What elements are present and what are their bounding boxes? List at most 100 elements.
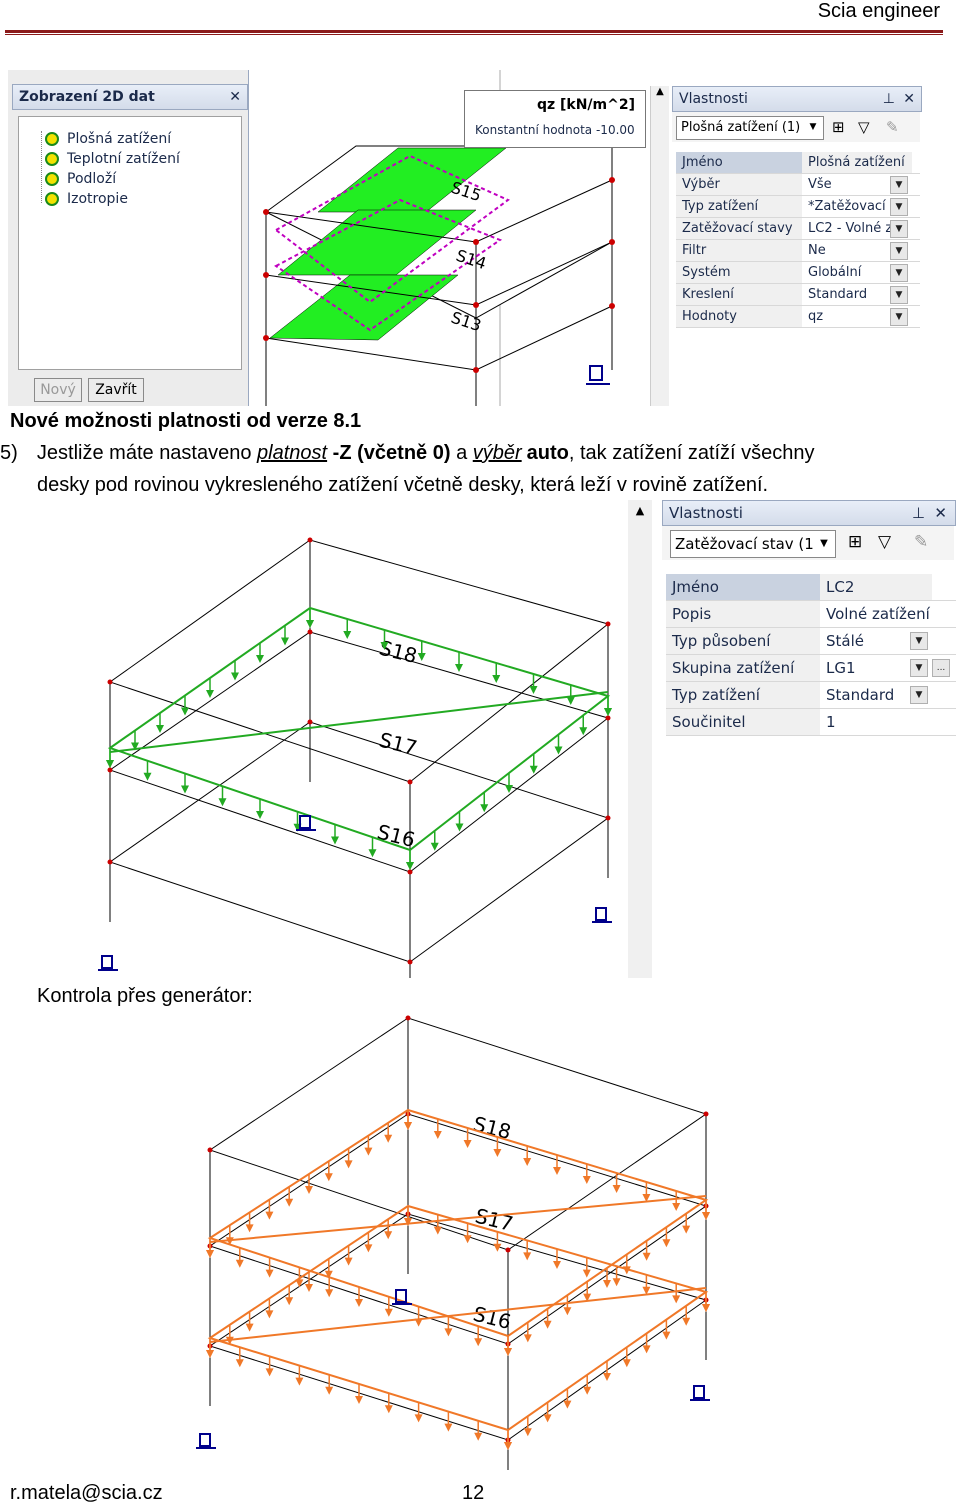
scroll-up-icon[interactable]: ▲ bbox=[635, 504, 645, 517]
more-button[interactable]: ... bbox=[932, 659, 950, 677]
legend-box: qz [kN/m^2] Konstantní hodnota -10.00 bbox=[464, 90, 646, 148]
support-icon bbox=[392, 1289, 412, 1305]
property-value[interactable]: Plošná zatížení bbox=[802, 152, 912, 173]
edit-icon[interactable]: ✎ bbox=[914, 532, 929, 552]
pin-icon[interactable]: ⊥ bbox=[911, 504, 925, 522]
property-label: Hodnoty bbox=[676, 306, 806, 327]
chevron-down-icon[interactable]: ▼ bbox=[809, 122, 817, 132]
node-point bbox=[405, 1015, 411, 1021]
edit-icon[interactable]: ✎ bbox=[886, 118, 899, 136]
chevron-down-icon[interactable]: ▼ bbox=[890, 220, 908, 238]
slab-label: S18 bbox=[377, 636, 420, 669]
load-arrow-head bbox=[543, 1320, 552, 1329]
header-rule bbox=[5, 30, 943, 33]
load-arrow-head bbox=[344, 1257, 353, 1266]
data-2d-panel: Zobrazení 2D dat ✕ Plošná zatížení Teplo… bbox=[8, 70, 249, 406]
chevron-down-icon[interactable]: ▼ bbox=[890, 264, 908, 282]
load-arrow-head bbox=[225, 1336, 234, 1345]
properties-combo[interactable]: Plošná zatížení (1) ▼ bbox=[676, 116, 824, 140]
data-2d-panel-titlebar: Zobrazení 2D dat ✕ bbox=[12, 84, 248, 110]
chevron-down-icon[interactable]: ▼ bbox=[890, 286, 908, 304]
load-arrow-head bbox=[583, 1386, 592, 1395]
select-icon[interactable]: ⊞ bbox=[832, 118, 845, 136]
scroll-up-icon[interactable]: ▲ bbox=[656, 86, 664, 97]
load-arrow-head bbox=[324, 1173, 333, 1182]
property-value[interactable]: Globální bbox=[802, 262, 912, 283]
support-icon bbox=[690, 1385, 710, 1401]
load-arrow-head bbox=[702, 1304, 710, 1312]
graphics-view-1[interactable]: S15 S14 S13 qz [kN/m^2] Konstantní hodno… bbox=[250, 70, 670, 406]
tree-item-teplotni[interactable]: Teplotní zatížení bbox=[41, 149, 180, 169]
chevron-down-icon[interactable]: ▼ bbox=[890, 308, 908, 326]
vertical-scrollbar[interactable]: ▲ bbox=[650, 86, 669, 406]
close-icon[interactable]: ✕ bbox=[229, 89, 241, 105]
close-icon[interactable]: ✕ bbox=[934, 504, 947, 522]
load-arrow-head bbox=[406, 862, 414, 870]
load-arrow-head bbox=[325, 1386, 334, 1395]
load-type-icon bbox=[45, 172, 59, 186]
term-platnost: platnost bbox=[257, 442, 328, 464]
property-label: Výběr bbox=[676, 174, 806, 195]
chevron-down-icon[interactable]: ▼ bbox=[910, 632, 928, 650]
load-arrow-head bbox=[553, 1261, 561, 1269]
chevron-down-icon[interactable]: ▼ bbox=[820, 538, 828, 549]
close-button[interactable]: Zavřít bbox=[88, 378, 144, 402]
properties-combo[interactable]: Zatěžovací stav (1 ▼ bbox=[670, 530, 836, 558]
chevron-down-icon[interactable]: ▼ bbox=[890, 198, 908, 216]
node-point bbox=[407, 779, 413, 785]
chevron-down-icon[interactable]: ▼ bbox=[910, 686, 928, 704]
node-point bbox=[407, 959, 413, 965]
support-icon bbox=[196, 1433, 216, 1449]
tree-item-izotropie[interactable]: Izotropie bbox=[41, 189, 128, 209]
load-arrow-head bbox=[305, 1186, 313, 1194]
slab-outline bbox=[108, 539, 610, 783]
tree-item-podlozi[interactable]: Podloží bbox=[41, 169, 116, 189]
load-arrow-head bbox=[285, 1198, 294, 1207]
property-value[interactable]: Ne bbox=[802, 240, 912, 261]
load-arrow-head bbox=[404, 1122, 412, 1130]
property-value[interactable]: *Zatěžovací st bbox=[802, 196, 912, 217]
property-value[interactable]: Vše bbox=[802, 174, 912, 195]
load-arrow-head bbox=[384, 1134, 393, 1143]
chevron-down-icon[interactable]: ▼ bbox=[890, 176, 908, 194]
chevron-down-icon[interactable]: ▼ bbox=[890, 242, 908, 260]
property-value[interactable]: Standard bbox=[802, 284, 912, 305]
filter-icon[interactable]: ▽ bbox=[858, 118, 870, 136]
select-icon[interactable]: ⊞ bbox=[848, 532, 863, 552]
property-value[interactable]: qz bbox=[802, 306, 912, 327]
new-button[interactable]: Nový bbox=[34, 378, 82, 402]
close-icon[interactable]: ✕ bbox=[903, 91, 915, 107]
property-row[interactable]: Typ zatížení*Zatěžovací st▼ bbox=[676, 196, 920, 218]
load-arrow-head bbox=[235, 1359, 244, 1368]
property-value[interactable]: Volné zatížení bbox=[820, 601, 932, 627]
pin-icon[interactable]: ⊥ bbox=[882, 91, 895, 107]
property-value[interactable]: LC2 bbox=[820, 574, 932, 600]
tree-item-plosna[interactable]: Plošná zatížení bbox=[41, 129, 171, 149]
item-number: 5) bbox=[0, 442, 18, 464]
property-value[interactable]: 1 bbox=[820, 709, 932, 735]
property-value[interactable]: LC2 - Volné zat bbox=[802, 218, 912, 239]
chevron-down-icon[interactable]: ▼ bbox=[910, 659, 928, 677]
load-arrow-head bbox=[444, 1423, 453, 1432]
text-run: a bbox=[456, 442, 468, 464]
filter-icon[interactable]: ▽ bbox=[878, 532, 892, 552]
load-arrow-head bbox=[295, 1279, 304, 1288]
properties-panel-1: Vlastnosti ⊥ ✕ Plošná zatížení (1) ▼ ⊞ ▽… bbox=[672, 86, 922, 406]
vertical-scrollbar[interactable]: ▲ bbox=[628, 500, 652, 978]
